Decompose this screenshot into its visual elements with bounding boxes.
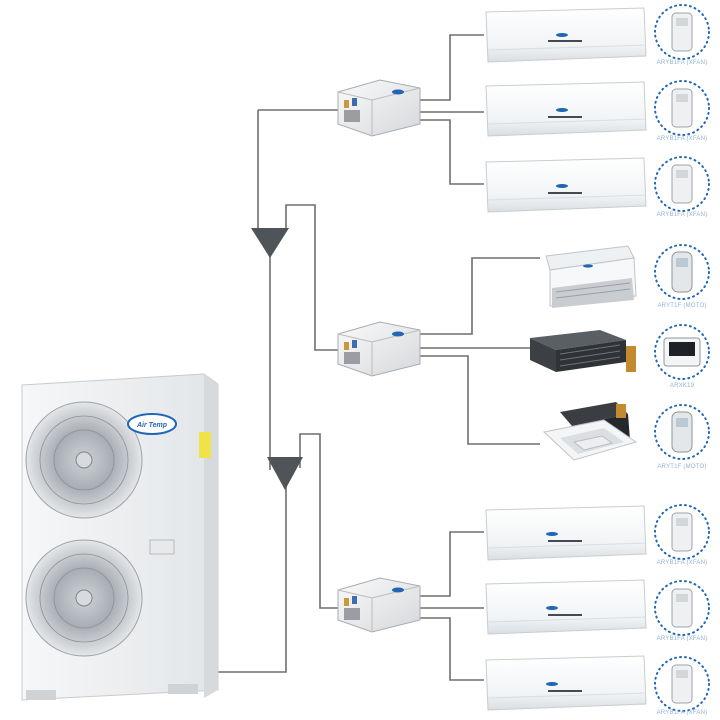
indoor-unit-wall-4	[485, 505, 647, 561]
outdoor-unit: Air Temp	[21, 373, 219, 701]
controller-label-5: ARXK19	[669, 383, 695, 389]
indoor-unit-wall-6	[485, 655, 647, 711]
controller-label-6: ARYT1F (MOTO)	[657, 464, 707, 470]
controller-label-3: ARYB1FA (XFAN)	[656, 212, 708, 218]
branch-box-top	[337, 79, 421, 137]
brand-logo-text: Air Temp	[136, 422, 168, 429]
controller-circle-1	[654, 4, 710, 60]
refrigerant-piping	[214, 34, 540, 681]
indoor-unit-ducted	[530, 330, 636, 372]
fan-grille-upper	[25, 401, 143, 519]
controller-circle-5	[654, 324, 710, 380]
controller-label-1: ARYB1FA (XFAN)	[656, 60, 708, 66]
brand-logo-badge	[127, 413, 177, 435]
branch-box-middle	[337, 321, 421, 377]
controller-label-8: ARYB1FA (XFAN)	[656, 636, 708, 642]
branch-box-bottom	[337, 577, 421, 633]
indoor-unit-wall-2	[485, 81, 647, 137]
indoor-unit-cassette	[542, 402, 638, 461]
refnet-joint-lower	[267, 457, 303, 490]
controller-circle-3	[654, 156, 710, 212]
controller-label-4: ARYT1F (MOTO)	[657, 303, 707, 309]
controller-circle-9	[654, 656, 710, 712]
service-panel	[149, 539, 175, 555]
indoor-unit-floor-ceiling	[545, 245, 637, 308]
controller-label-9: ARYB1FA (XFAN)	[656, 710, 708, 716]
refnet-joint-upper	[251, 228, 289, 258]
indoor-unit-wall-5	[485, 579, 647, 635]
controller-circle-8	[654, 580, 710, 636]
indoor-unit-wall-3	[485, 157, 647, 213]
controller-circle-6	[654, 404, 710, 460]
controller-label-2: ARYB1FA (XFAN)	[656, 136, 708, 142]
indoor-unit-wall-1	[485, 7, 647, 63]
controller-circle-2	[654, 80, 710, 136]
warning-sticker	[199, 432, 211, 458]
controller-circle-4	[654, 244, 710, 300]
controller-circle-7	[654, 504, 710, 560]
fan-grille-lower	[25, 539, 143, 657]
controller-label-7: ARYB1FA (XFAN)	[656, 560, 708, 566]
remote-control-icons	[663, 12, 701, 704]
